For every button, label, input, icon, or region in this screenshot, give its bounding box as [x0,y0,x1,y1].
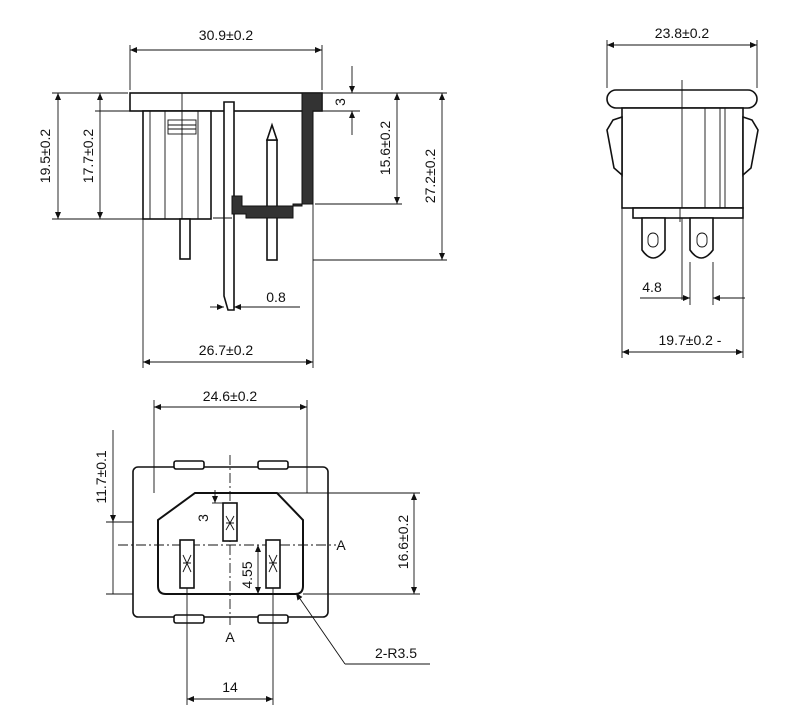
contact-earth [222,502,238,542]
socket-cavity [157,492,304,595]
dim-pin-thickness-label: 0.8 [266,289,286,305]
end-view: 23.8±0.2 4.8 19.7±0.2 - [606,25,759,358]
dim-front-body-height: 16.6±0.2 [277,492,420,595]
dim-flange-label: 3 [332,98,348,106]
dim-bottom-width: 26.7±0.2 [142,204,314,368]
end-view-terminal-right [689,217,714,259]
side-view: 30.9±0.2 19.5±0.2 17.7±0.2 3 [37,27,447,368]
dim-front-width-label: 24.6±0.2 [203,388,258,404]
end-view-terminal-left [641,217,666,259]
section-mark-right: A [336,537,346,553]
dim-front-pin-gap-label: 3 [195,514,211,522]
dim-total-height: 27.2±0.2 [313,92,447,261]
dim-pin-height: 15.6±0.2 [315,92,402,205]
section-mark-bottom: A [225,629,235,645]
end-view-body [606,80,759,300]
dim-end-top-width-label: 23.8±0.2 [655,25,710,41]
dim-left-height-label: 19.5±0.2 [37,129,53,184]
dim-inner-height: 17.7±0.2 [80,93,143,219]
radius-leader: 2-R3.5 [295,592,430,665]
hatched-wall [231,92,323,219]
dim-pin-thickness: 0.8 [210,289,300,310]
dim-bottom-width-label: 26.7±0.2 [199,342,254,358]
dim-pin-height-label: 15.6±0.2 [377,121,393,176]
front-view-body [118,455,336,625]
dim-front-height: 11.7±0.1 [93,430,133,595]
dim-end-pin-pitch-label: 4.8 [642,279,662,295]
dim-front-height-label: 11.7±0.1 [93,450,109,504]
dim-front-pin-gap: 3 [195,490,223,522]
dim-end-top-width: 23.8±0.2 [606,25,758,88]
dim-end-pin-pitch: 4.8 [640,262,745,305]
dim-end-bottom-width: 19.7±0.2 - [621,208,744,358]
dim-front-offset-label: 4.55 [239,561,255,588]
dim-total-width-label: 30.9±0.2 [199,27,254,43]
dim-front-width: 24.6±0.2 [153,388,308,493]
dim-left-height: 19.5±0.2 [37,92,143,220]
front-view: 24.6±0.2 11.7±0.1 3 4.55 16. [93,388,430,705]
dim-flange: 3 [322,66,360,135]
dim-inner-height-label: 17.7±0.2 [80,129,96,184]
dim-total-width: 30.9±0.2 [129,27,323,90]
dim-front-pin-spacing: 14 [186,588,274,705]
dim-end-bottom-width-label: 19.7±0.2 - [659,332,722,348]
dim-front-pin-spacing-label: 14 [222,679,238,695]
dim-total-height-label: 27.2±0.2 [422,149,438,204]
radius-label: 2-R3.5 [375,645,417,661]
dim-front-offset: 4.55 [239,545,261,594]
side-view-body [129,92,323,311]
dim-front-body-height-label: 16.6±0.2 [395,515,411,570]
